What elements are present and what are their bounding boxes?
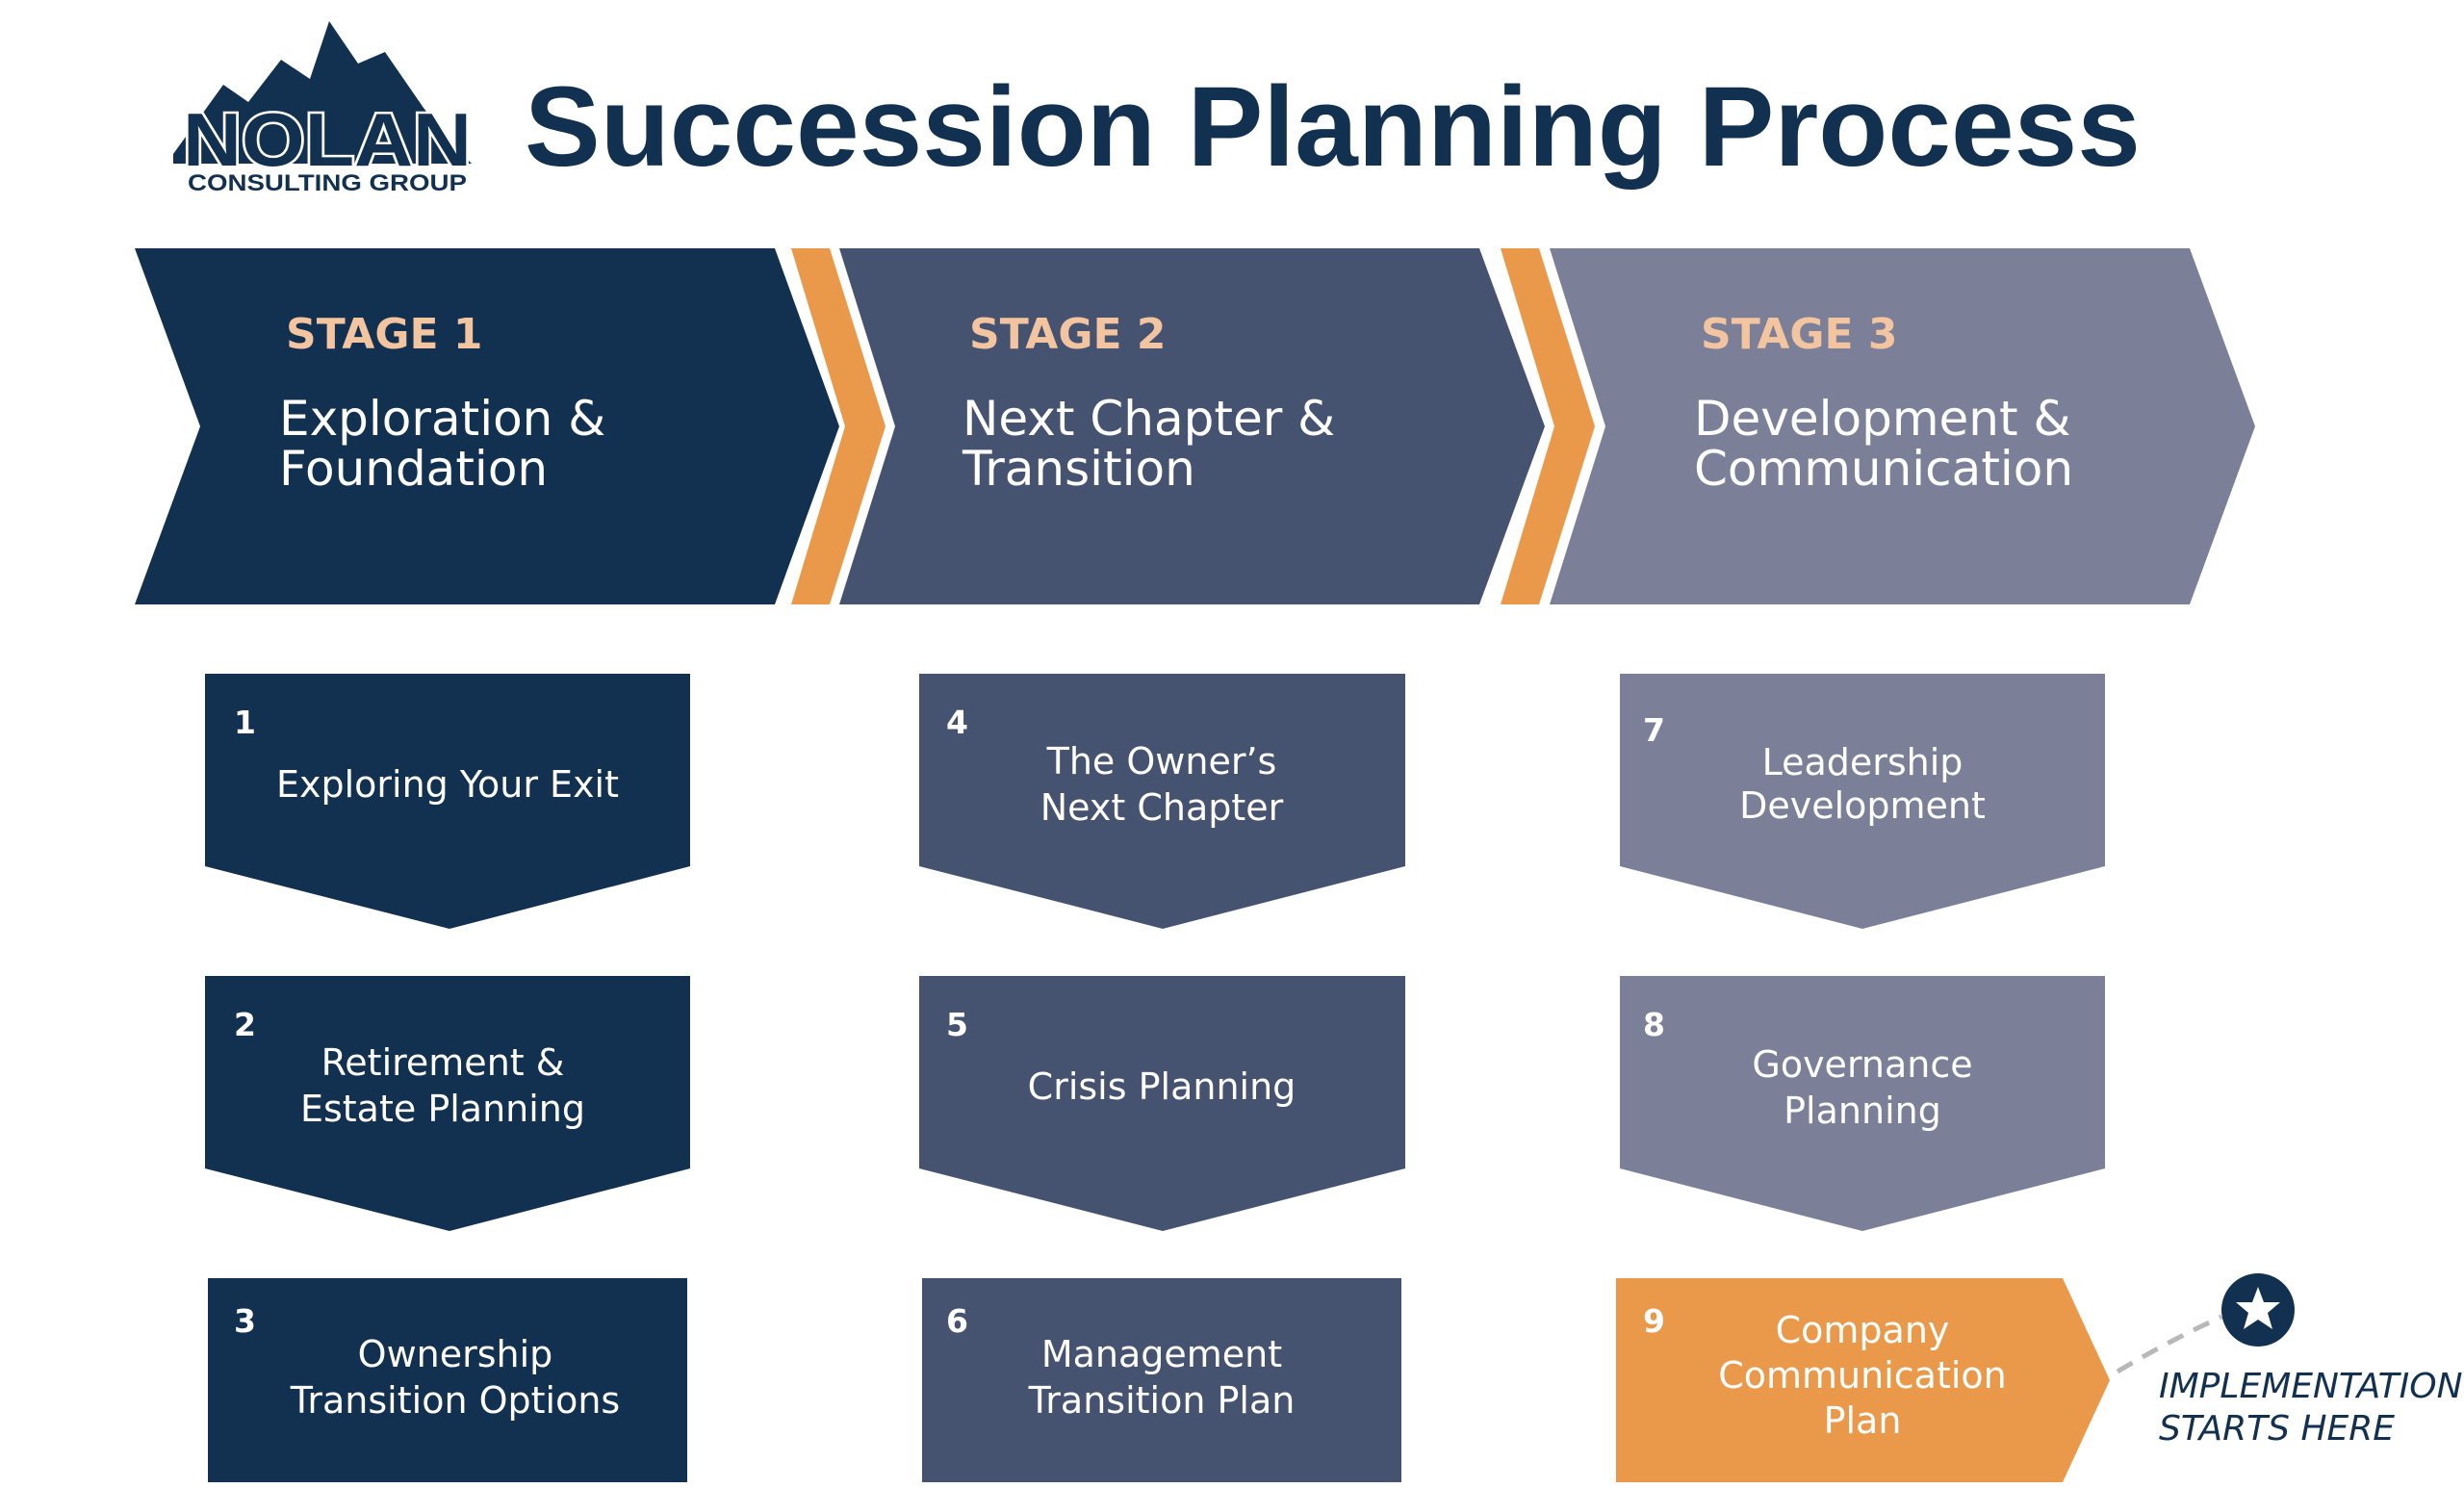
step-8-label-line-2: Planning [1784, 1090, 1941, 1132]
callout-dashed-line [2116, 1314, 2223, 1374]
stage-3-shape [1550, 248, 2255, 604]
step-6-label-line-1: Management [1041, 1333, 1282, 1375]
step-4-number: 4 [946, 704, 968, 741]
step-3-number: 3 [234, 1302, 256, 1340]
logo-subtitle: CONSULTING GROUP [188, 170, 467, 196]
step-9-box: 9 Company Communication Plan [1616, 1278, 2110, 1482]
implementation-line-1: IMPLEMENTATION [2159, 1367, 2463, 1406]
step-5-shape [919, 976, 1405, 1231]
step-6-shape [922, 1278, 1401, 1482]
step-3-box: 3 Ownership Transition Options [208, 1278, 687, 1482]
stage-3-label: STAGE 3 [1701, 310, 1897, 359]
step-8-label-line-1: Governance [1752, 1043, 1972, 1086]
company-logo: NOLAN CONSULTING GROUP [173, 21, 475, 196]
step-3-label-line-2: Transition Options [290, 1379, 620, 1422]
mountain-icon [173, 21, 472, 164]
stage-3-chevron: STAGE 3 Development & Communication [1550, 248, 2255, 604]
step-2-number: 2 [234, 1006, 256, 1043]
step-2-label-line-2: Estate Planning [300, 1088, 585, 1130]
stage-separator-2 [1501, 248, 1595, 604]
step-5-box: 5 Crisis Planning [919, 976, 1405, 1231]
step-7-box: 7 Leadership Development [1620, 674, 2105, 929]
stage-3-name-line-1: Development & [1694, 391, 2070, 447]
stage-2-shape [839, 248, 1545, 604]
step-2-box: 2 Retirement & Estate Planning [205, 976, 690, 1231]
step-1-shape [205, 674, 690, 929]
step-9-number: 9 [1643, 1302, 1665, 1340]
step-9-label-line-1: Company [1776, 1309, 1950, 1351]
step-6-box: 6 Management Transition Plan [922, 1278, 1401, 1482]
step-6-label-line-2: Transition Plan [1028, 1379, 1296, 1422]
step-7-number: 7 [1643, 711, 1665, 749]
step-2-shape [205, 976, 690, 1231]
stage-2-chevron: STAGE 2 Next Chapter & Transition [839, 248, 1545, 604]
stage-2-name-line-1: Next Chapter & [962, 391, 1335, 447]
step-4-label-line-2: Next Chapter [1040, 786, 1284, 829]
star-icon [2236, 1287, 2280, 1329]
step-1-box: 1 Exploring Your Exit [205, 674, 690, 929]
stage-3-name-line-2: Communication [1694, 441, 2073, 497]
stage-1-name-line-1: Exploration & [279, 391, 605, 447]
stage-1-label: STAGE 1 [286, 310, 482, 359]
step-8-number: 8 [1643, 1006, 1665, 1043]
implementation-callout: IMPLEMENTATION STARTS HERE [2116, 1273, 2463, 1449]
step-5-number: 5 [946, 1006, 968, 1043]
step-7-shape [1620, 674, 2105, 929]
step-2-label-line-1: Retirement & [321, 1041, 565, 1084]
implementation-line-2: STARTS HERE [2159, 1409, 2395, 1449]
stage-2-label: STAGE 2 [969, 310, 1166, 359]
step-8-box: 8 Governance Planning [1620, 976, 2105, 1231]
stage-1-chevron: STAGE 1 Exploration & Foundation [135, 248, 839, 604]
step-7-label-line-2: Development [1739, 784, 1986, 827]
step-9-shape [1616, 1278, 2110, 1482]
stage-2-name-line-2: Transition [962, 441, 1195, 497]
step-4-box: 4 The Owner’s Next Chapter [919, 674, 1405, 929]
step-3-label-line-1: Ownership [358, 1333, 553, 1375]
step-3-shape [208, 1278, 687, 1482]
step-9-label-line-3: Plan [1824, 1399, 1902, 1442]
step-6-number: 6 [946, 1302, 968, 1340]
logo-wordmark: NOLAN [183, 97, 472, 182]
step-7-label-line-1: Leadership [1762, 741, 1964, 783]
stage-separator-1 [791, 248, 886, 604]
step-1-label-line-1: Exploring Your Exit [276, 763, 619, 806]
step-5-label-line-1: Crisis Planning [1028, 1065, 1296, 1108]
step-1-number: 1 [234, 704, 256, 741]
stage-1-shape [135, 248, 839, 604]
step-4-shape [919, 674, 1405, 929]
step-4-label-line-1: The Owner’s [1046, 740, 1277, 782]
stage-1-name-line-2: Foundation [279, 441, 548, 497]
step-8-shape [1620, 976, 2105, 1231]
step-9-label-line-2: Communication [1718, 1354, 2007, 1397]
page-title: Succession Planning Process [525, 64, 2141, 191]
